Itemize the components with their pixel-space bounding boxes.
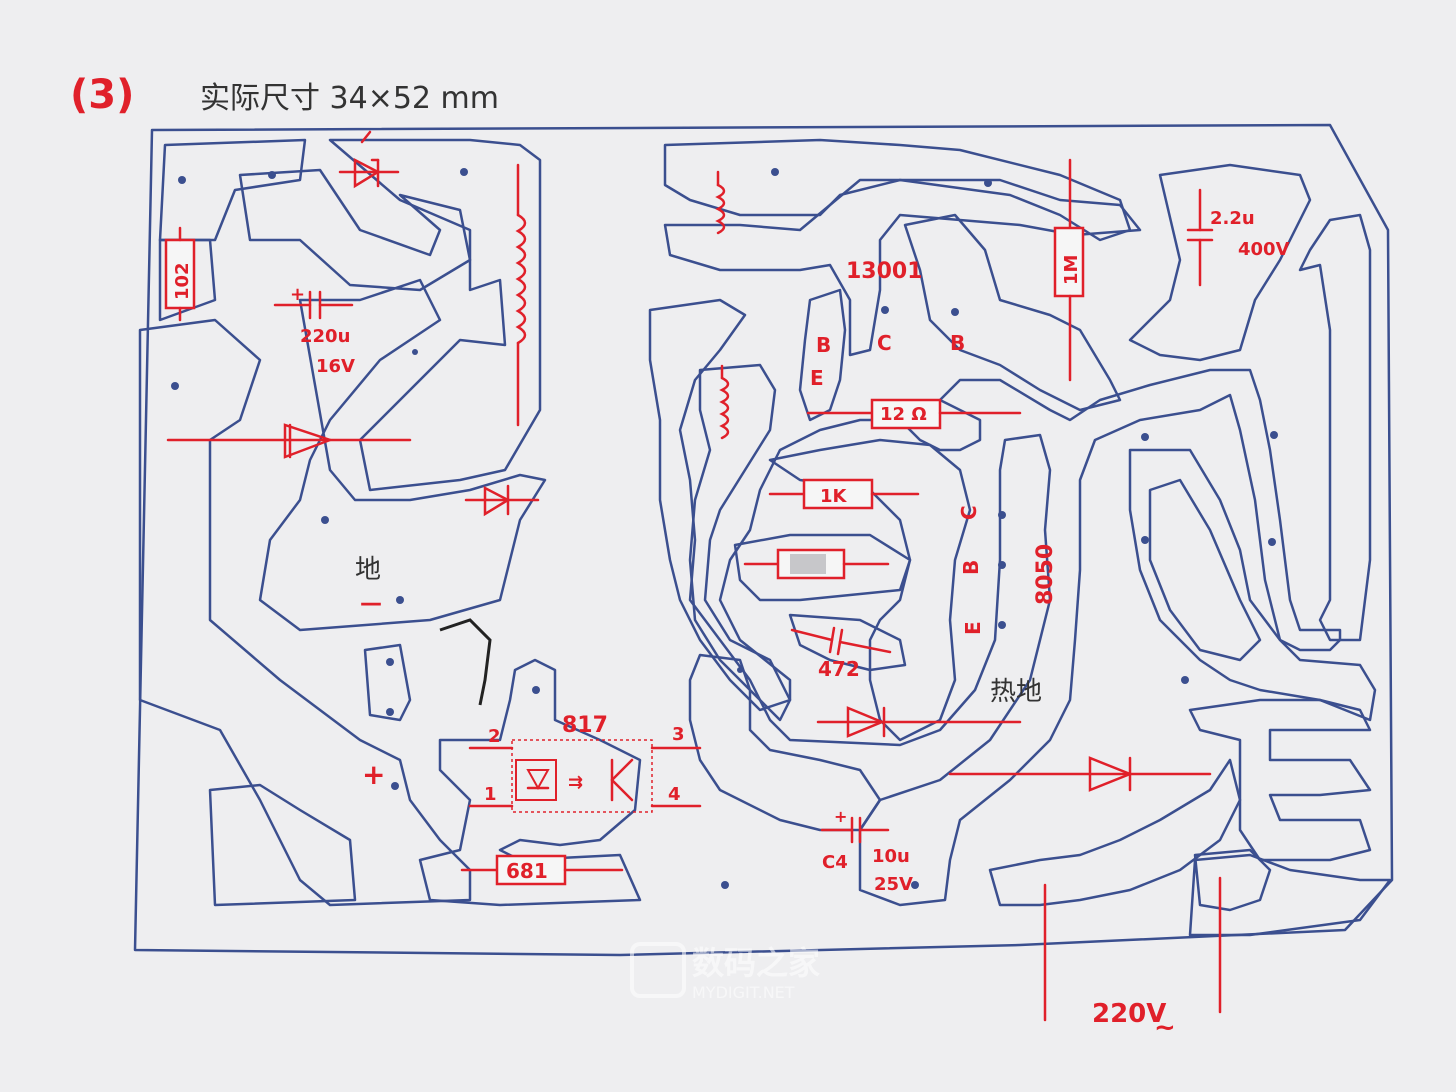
- left-traces: [138, 138, 642, 907]
- label-1k: 1K: [820, 486, 848, 507]
- diode-left: [166, 423, 412, 459]
- label-12-ohm: 12 Ω: [880, 404, 927, 425]
- capacitor-c4: +: [820, 807, 890, 844]
- label-c2: C: [957, 505, 981, 520]
- label-8050: 8050: [1033, 544, 1058, 605]
- label-2-2u: 2.2u: [1210, 208, 1255, 229]
- label-10u: 10u: [872, 846, 910, 867]
- label-e2: E: [961, 621, 985, 635]
- label-ac-tilde: ~: [1154, 1013, 1176, 1043]
- label-b3: B: [959, 560, 983, 575]
- pin-1: 1: [484, 784, 497, 805]
- resistor-681: [460, 854, 624, 886]
- label-16v: 16V: [316, 356, 355, 377]
- resistor-1m: [1053, 158, 1085, 382]
- figure-number: (3): [70, 72, 134, 118]
- label-102: 102: [172, 262, 193, 300]
- diode-right: [948, 756, 1212, 792]
- board-outline: [133, 123, 1394, 957]
- label-220v: 220V: [1092, 999, 1166, 1029]
- components: 102 + 220u 16V: [164, 130, 1290, 1043]
- label-1m: 1M: [1061, 255, 1082, 285]
- capacitor-472: [790, 626, 892, 656]
- diode-small: [816, 706, 1022, 738]
- watermark-cn: 数码之家: [692, 944, 820, 982]
- label-13001: 13001: [846, 259, 923, 284]
- watermark-en: MYDIGIT.NET: [692, 983, 795, 1002]
- label-220u: 220u: [300, 326, 350, 347]
- zener-diode-middle: [464, 484, 540, 517]
- pin-3: 3: [672, 724, 685, 745]
- capacitor-220u: +: [273, 284, 354, 320]
- pads: [171, 168, 1278, 889]
- svg-text:+: +: [834, 807, 847, 826]
- label-c4: C4: [822, 852, 848, 873]
- label-817: 817: [562, 713, 608, 738]
- zener-diode-top: [338, 130, 400, 189]
- label-681: 681: [506, 859, 548, 883]
- plus-label: +: [362, 758, 385, 791]
- label-b2: B: [950, 331, 965, 355]
- resistor-12-ohm: [806, 398, 1022, 430]
- resistor-1k: [768, 478, 920, 510]
- label-400v: 400V: [1238, 239, 1290, 260]
- ground-label: 地: [355, 555, 381, 585]
- label-c1: C: [877, 331, 892, 355]
- pin-2: 2: [488, 726, 501, 747]
- right-traces: [648, 138, 1392, 937]
- watermark-logo-icon: [630, 942, 686, 998]
- label-25v: 25V: [874, 874, 913, 895]
- svg-text:⇉: ⇉: [568, 772, 583, 793]
- label-b1: B: [816, 333, 831, 357]
- optocoupler-817: ⇉: [468, 739, 702, 813]
- watermark: 数码之家 MYDIGIT.NET: [630, 942, 820, 1002]
- minus-label: —: [360, 591, 382, 616]
- hot-ground-label: 热地: [990, 677, 1042, 707]
- label-472: 472: [818, 657, 860, 681]
- inductor-right-top: [715, 170, 726, 235]
- label-e1: E: [810, 366, 824, 390]
- inductor-left: [515, 163, 527, 427]
- resistor-smudged: [743, 548, 890, 580]
- inductor-right-middle: [719, 364, 730, 440]
- size-caption: 实际尺寸 34×52 mm: [200, 81, 499, 116]
- pin-4: 4: [668, 784, 681, 805]
- svg-text:+: +: [290, 284, 305, 305]
- pencil-mark: [439, 618, 492, 706]
- capacitor-2-2u: [1186, 188, 1214, 287]
